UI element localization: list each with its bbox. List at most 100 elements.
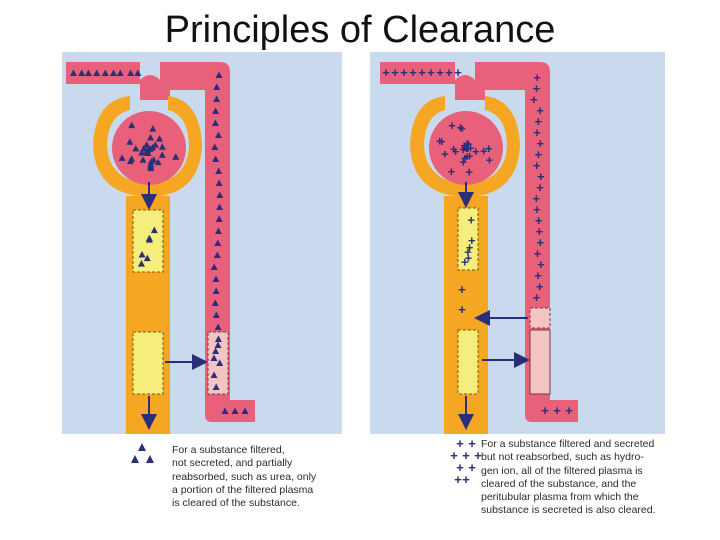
triangle-symbol	[214, 239, 222, 246]
plus-symbol: +	[533, 125, 541, 140]
triangle-symbol	[216, 203, 224, 210]
plus-symbol: +	[450, 142, 458, 157]
plus-symbol: +	[448, 118, 456, 133]
plus-symbol: +	[472, 144, 480, 159]
plus-symbol: +	[565, 403, 573, 418]
triangle-symbol	[172, 153, 180, 160]
triangle-symbol	[128, 155, 136, 162]
triangle-symbol	[241, 407, 249, 414]
triangle-symbol	[214, 131, 222, 138]
plus-symbol: +	[456, 436, 464, 451]
plus-symbol: +	[534, 268, 542, 283]
plus-symbol: +	[463, 141, 471, 156]
plus-symbol: +	[468, 460, 476, 475]
triangle-symbol	[212, 107, 220, 114]
triangle-symbol	[101, 69, 109, 76]
triangle-symbol	[143, 141, 151, 148]
plus-symbol: +	[533, 70, 541, 85]
legend-plus-symbol: +++++++++	[450, 436, 482, 487]
triangle-symbol	[110, 69, 118, 76]
triangle-symbol	[212, 287, 220, 294]
plus-symbol: +	[461, 255, 469, 270]
plus-symbol: +	[391, 65, 399, 80]
plus-symbol: +	[465, 251, 473, 266]
plus-symbol: +	[457, 120, 465, 135]
plus-symbol: +	[459, 154, 467, 169]
plus-symbol: +	[535, 213, 543, 228]
plus-symbol: +	[454, 65, 462, 80]
triangle-symbol	[93, 69, 101, 76]
triangle-symbol	[147, 157, 155, 165]
plus-symbol: +	[486, 152, 494, 167]
right-secretion-box	[529, 307, 551, 329]
plus-symbol: +	[553, 403, 561, 418]
right-panel-background	[370, 52, 665, 434]
right-caption: For a substance filtered and secreted bu…	[481, 438, 681, 518]
plus-symbol: +	[462, 472, 470, 487]
plus-symbol: +	[382, 65, 390, 80]
right-caption-line: cleared of the substance, and the	[481, 477, 637, 490]
right-bowman-capsule	[410, 96, 520, 210]
plus-symbol: +	[461, 140, 469, 155]
right-peritubular-box	[529, 329, 551, 395]
plus-symbol: +	[418, 65, 426, 80]
plus-symbol: +	[452, 144, 460, 159]
triangle-symbol	[118, 154, 126, 161]
plus-symbol: +	[468, 436, 476, 451]
plus-symbol: +	[462, 448, 470, 463]
plus-symbol: +	[474, 448, 482, 463]
triangle-symbol	[215, 179, 223, 186]
triangle-symbol	[214, 323, 222, 330]
plus-symbol: +	[460, 138, 468, 153]
triangle-symbol	[126, 138, 134, 145]
triangle-symbol	[143, 254, 151, 262]
left-triangle-symbols	[69, 69, 249, 414]
plus-symbol: +	[533, 202, 541, 217]
plus-symbol: +	[450, 448, 458, 463]
left-caption: For a substance filtered, not secreted, …	[172, 444, 342, 510]
triangle-symbol	[216, 359, 224, 366]
triangle-symbol	[149, 125, 157, 132]
triangle-symbol	[215, 167, 223, 174]
plus-symbol: +	[445, 65, 453, 80]
plus-symbol: +	[536, 180, 544, 195]
triangle-symbol	[213, 251, 221, 258]
plus-symbol: +	[454, 472, 462, 487]
triangle-symbol	[69, 69, 77, 76]
plus-symbol: +	[466, 240, 474, 255]
plus-symbol: +	[467, 141, 475, 156]
plus-symbol: +	[536, 224, 544, 239]
plus-symbol: +	[441, 147, 449, 162]
triangle-symbol	[211, 143, 219, 150]
right-caption-line: gen ion, all of the filtered plasma is	[481, 464, 643, 477]
triangle-symbol	[212, 275, 220, 282]
plus-symbol: +	[436, 133, 444, 148]
left-bowman-capsule	[93, 96, 202, 210]
plus-symbol: +	[468, 233, 476, 248]
triangle-symbol	[146, 145, 154, 152]
triangle-symbol	[210, 263, 218, 270]
plus-symbol: +	[533, 191, 541, 206]
plus-symbol: +	[537, 169, 545, 184]
plus-symbol: +	[465, 136, 473, 151]
plus-symbol: +	[536, 103, 544, 118]
triangle-symbol	[215, 215, 223, 222]
left-nephron	[66, 62, 255, 434]
triangle-symbol	[210, 354, 218, 361]
triangle-symbol	[213, 83, 221, 90]
plus-symbol: +	[464, 141, 472, 156]
plus-symbol: +	[533, 158, 541, 173]
plus-symbol: +	[456, 460, 464, 475]
left-caption-line: For a substance filtered,	[172, 444, 285, 456]
plus-symbol: +	[466, 148, 474, 163]
plus-symbol: +	[533, 290, 541, 305]
plus-symbol: +	[536, 279, 544, 294]
plus-symbol: +	[534, 246, 542, 261]
plus-symbol: +	[464, 245, 472, 260]
triangle-symbol	[138, 250, 146, 258]
triangle-symbol	[151, 141, 159, 148]
triangle-symbol	[128, 121, 136, 129]
triangle-symbol	[211, 119, 219, 126]
right-blood-vessel	[380, 62, 578, 422]
plus-symbol: +	[463, 149, 471, 164]
